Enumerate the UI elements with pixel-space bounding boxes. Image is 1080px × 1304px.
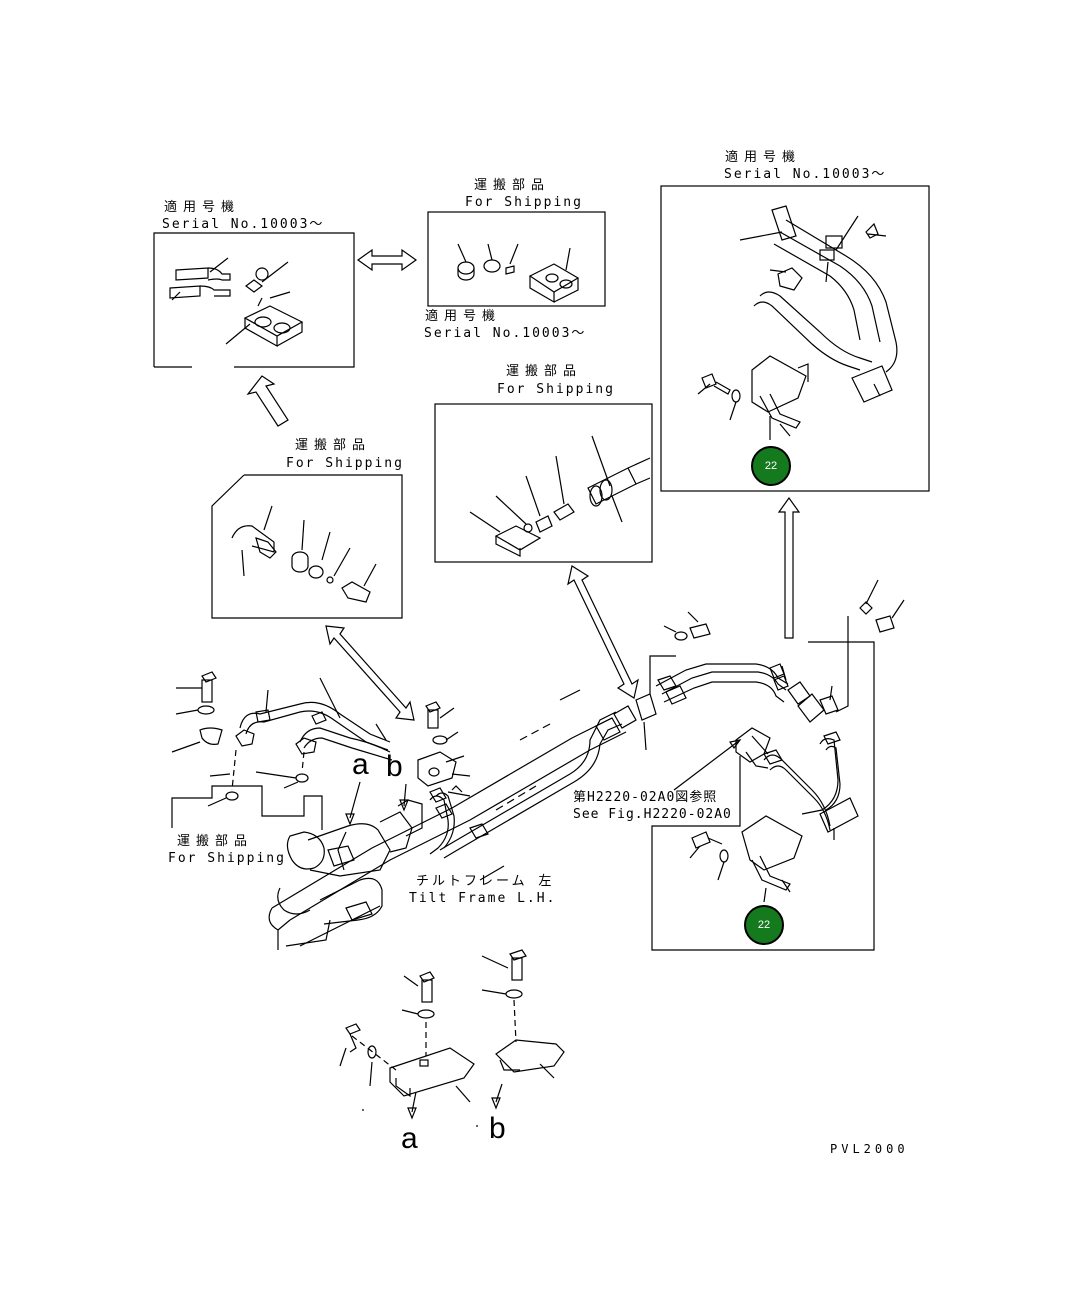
box-serial-top-left — [153, 232, 355, 368]
box-shipping-mid-left — [211, 474, 403, 619]
box2-applicable-jp: 適用号機 — [425, 309, 502, 324]
double-arrow-top — [356, 248, 418, 272]
see-fig-en: See Fig.H2220-02A0 — [573, 807, 732, 822]
right-pipe-assembly — [649, 579, 905, 951]
box4-shipping-jp: 運搬部品 — [295, 438, 372, 453]
tilt-frame-jp: チルトフレーム 左 — [416, 874, 555, 889]
up-arrow-left — [246, 375, 289, 427]
box2-shipping-jp: 運搬部品 — [474, 178, 551, 193]
drawing-code: PVL2000 — [830, 1142, 909, 1156]
box2-shipping-en: For Shipping — [465, 195, 583, 210]
left-shipping-jp: 運搬部品 — [177, 834, 254, 849]
box-shipping-top-center — [427, 211, 606, 307]
box3-applicable-jp: 適用号機 — [725, 150, 802, 165]
up-arrow-right — [777, 496, 801, 639]
ref-b-bottom: b — [489, 1112, 506, 1145]
left-fitting-group — [417, 701, 471, 797]
box-serial-top-right — [660, 185, 930, 492]
tilt-frame-body — [268, 689, 742, 950]
box1-serial: Serial No.10003～ — [162, 217, 325, 232]
callout-badge-upper[interactable]: 22 — [751, 446, 791, 486]
double-arrow-center — [567, 565, 639, 699]
tilt-frame-en: Tilt Frame L.H. — [409, 891, 557, 906]
box1-applicable-jp: 適用号機 — [164, 200, 241, 215]
box5-shipping-jp: 運搬部品 — [506, 364, 583, 379]
box2-serial: Serial No.10003～ — [424, 326, 587, 341]
box-shipping-center — [434, 403, 653, 563]
double-arrow-left — [325, 625, 415, 721]
ref-a-bottom: a — [401, 1122, 418, 1155]
left-hose-assembly — [171, 671, 393, 830]
callout-badge-lower[interactable]: 22 — [744, 905, 784, 945]
left-shipping-en: For Shipping — [168, 851, 286, 866]
bracket-a — [339, 971, 475, 1120]
ref-b-frame: b — [386, 750, 403, 783]
ref-a-frame: a — [352, 748, 369, 781]
see-fig-jp: 第H2220-02A0図参照 — [573, 790, 718, 805]
box5-shipping-en: For Shipping — [497, 382, 615, 397]
ref-arrows-frame — [345, 781, 409, 826]
box4-shipping-en: For Shipping — [286, 456, 404, 471]
bracket-b — [476, 949, 565, 1127]
box3-serial: Serial No.10003～ — [724, 167, 887, 182]
